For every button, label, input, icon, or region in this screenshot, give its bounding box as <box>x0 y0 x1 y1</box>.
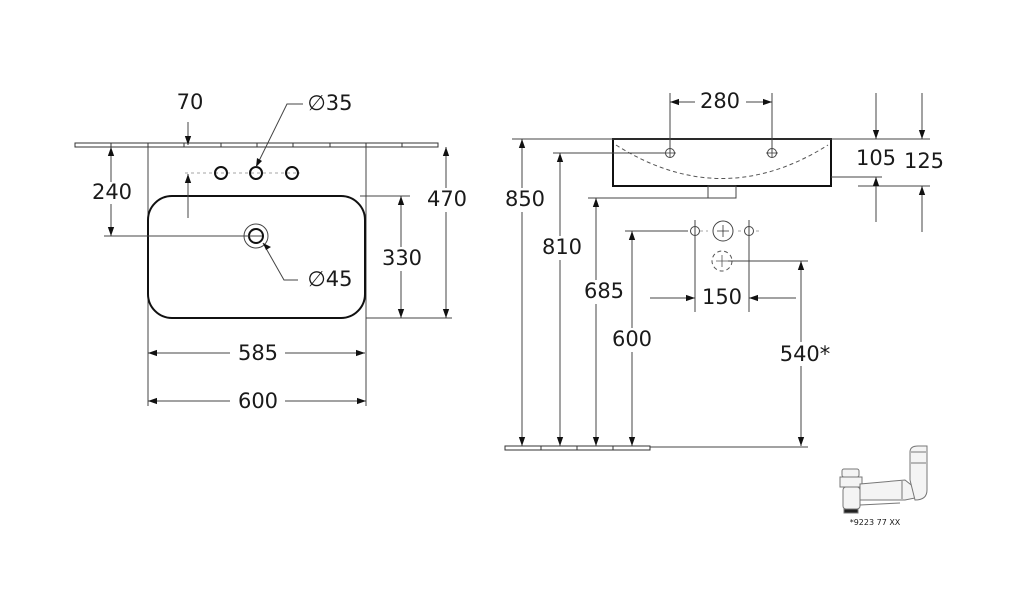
basin-outline <box>147 147 367 319</box>
dim-105-label: 105 <box>856 146 896 170</box>
dim-585-label: 585 <box>238 341 278 365</box>
drain-hole <box>104 223 269 249</box>
wall-connections <box>690 220 808 312</box>
dim-70-label: 70 <box>177 90 204 114</box>
dim-470-label: 470 <box>427 187 467 211</box>
dim-600-height-label: 600 <box>612 327 652 351</box>
dim-150-label: 150 <box>702 285 742 309</box>
basin-side <box>612 138 832 199</box>
siphon-illustration: *9223 77 XX <box>839 445 928 527</box>
wall-line <box>74 142 439 148</box>
dim-600-width-label: 600 <box>238 389 278 413</box>
dim-280-label: 280 <box>700 89 740 113</box>
dim-125-label: 125 <box>904 149 944 173</box>
side-view: 280 105 125 850 810 685 <box>502 89 944 451</box>
dim-drain-label: ∅45 <box>307 267 352 291</box>
dim-540-label: 540* <box>780 342 831 366</box>
dim-330-label: 330 <box>382 246 422 270</box>
dim-810-label: 810 <box>542 235 582 259</box>
dim-tap-hole-label: ∅35 <box>307 91 352 115</box>
dim-240-label: 240 <box>92 180 132 204</box>
floor-line <box>504 445 808 451</box>
dim-685-label: 685 <box>584 279 624 303</box>
tap-holes <box>185 166 300 180</box>
siphon-caption: *9223 77 XX <box>850 518 901 527</box>
plan-view: 70 ∅35 240 ∅45 330 470 585 600 <box>74 90 469 413</box>
dim-850-label: 850 <box>505 187 545 211</box>
